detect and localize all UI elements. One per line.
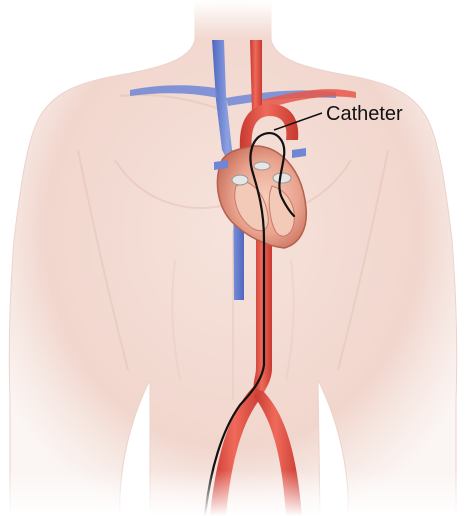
bottom-fade <box>0 470 466 516</box>
top-fade <box>0 0 466 40</box>
valve-top <box>254 162 270 170</box>
valve-right <box>273 173 291 183</box>
valve-left <box>232 175 248 185</box>
carotid-artery <box>250 40 262 112</box>
catheter-label: Catheter <box>326 103 403 125</box>
